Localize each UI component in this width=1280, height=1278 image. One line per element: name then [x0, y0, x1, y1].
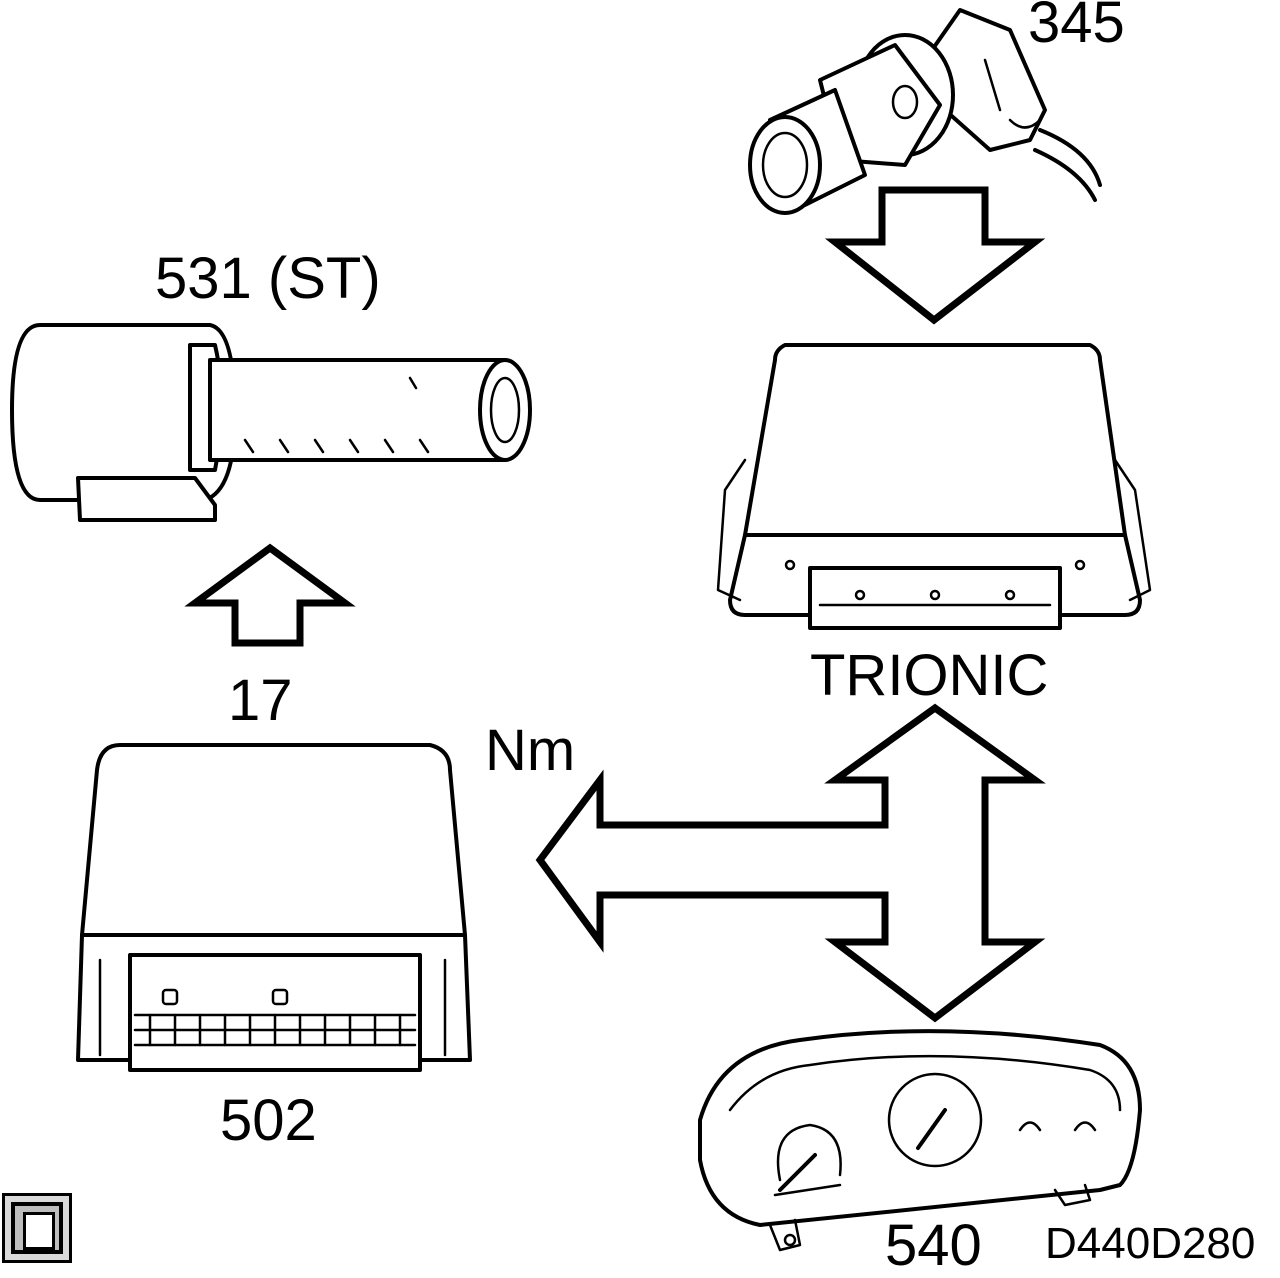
module-531-illustration: [10, 323, 532, 522]
label-540: 540: [885, 1213, 982, 1278]
arrow-trionic-540-branch-to-502: [535, 703, 1046, 1023]
arrow-up-to-531: [184, 543, 356, 647]
speed-sensor-345-illustration: [748, 8, 1102, 215]
label-345: 345: [1028, 0, 1125, 55]
label-trionic: TRIONIC: [810, 643, 1048, 708]
window-icon[interactable]: [2, 1193, 72, 1263]
label-531-st: 531 (ST): [155, 246, 381, 311]
label-nm: Nm: [485, 718, 575, 783]
module-502-illustration: [76, 743, 472, 1072]
instrument-cluster-540-illustration: [698, 1029, 1142, 1252]
label-502: 502: [220, 1088, 317, 1153]
label-figure-code: D440D280: [1045, 1219, 1255, 1268]
trionic-ecu-illustration: [716, 343, 1152, 630]
arrow-down-to-trionic: [824, 186, 1046, 325]
label-17: 17: [228, 668, 293, 733]
